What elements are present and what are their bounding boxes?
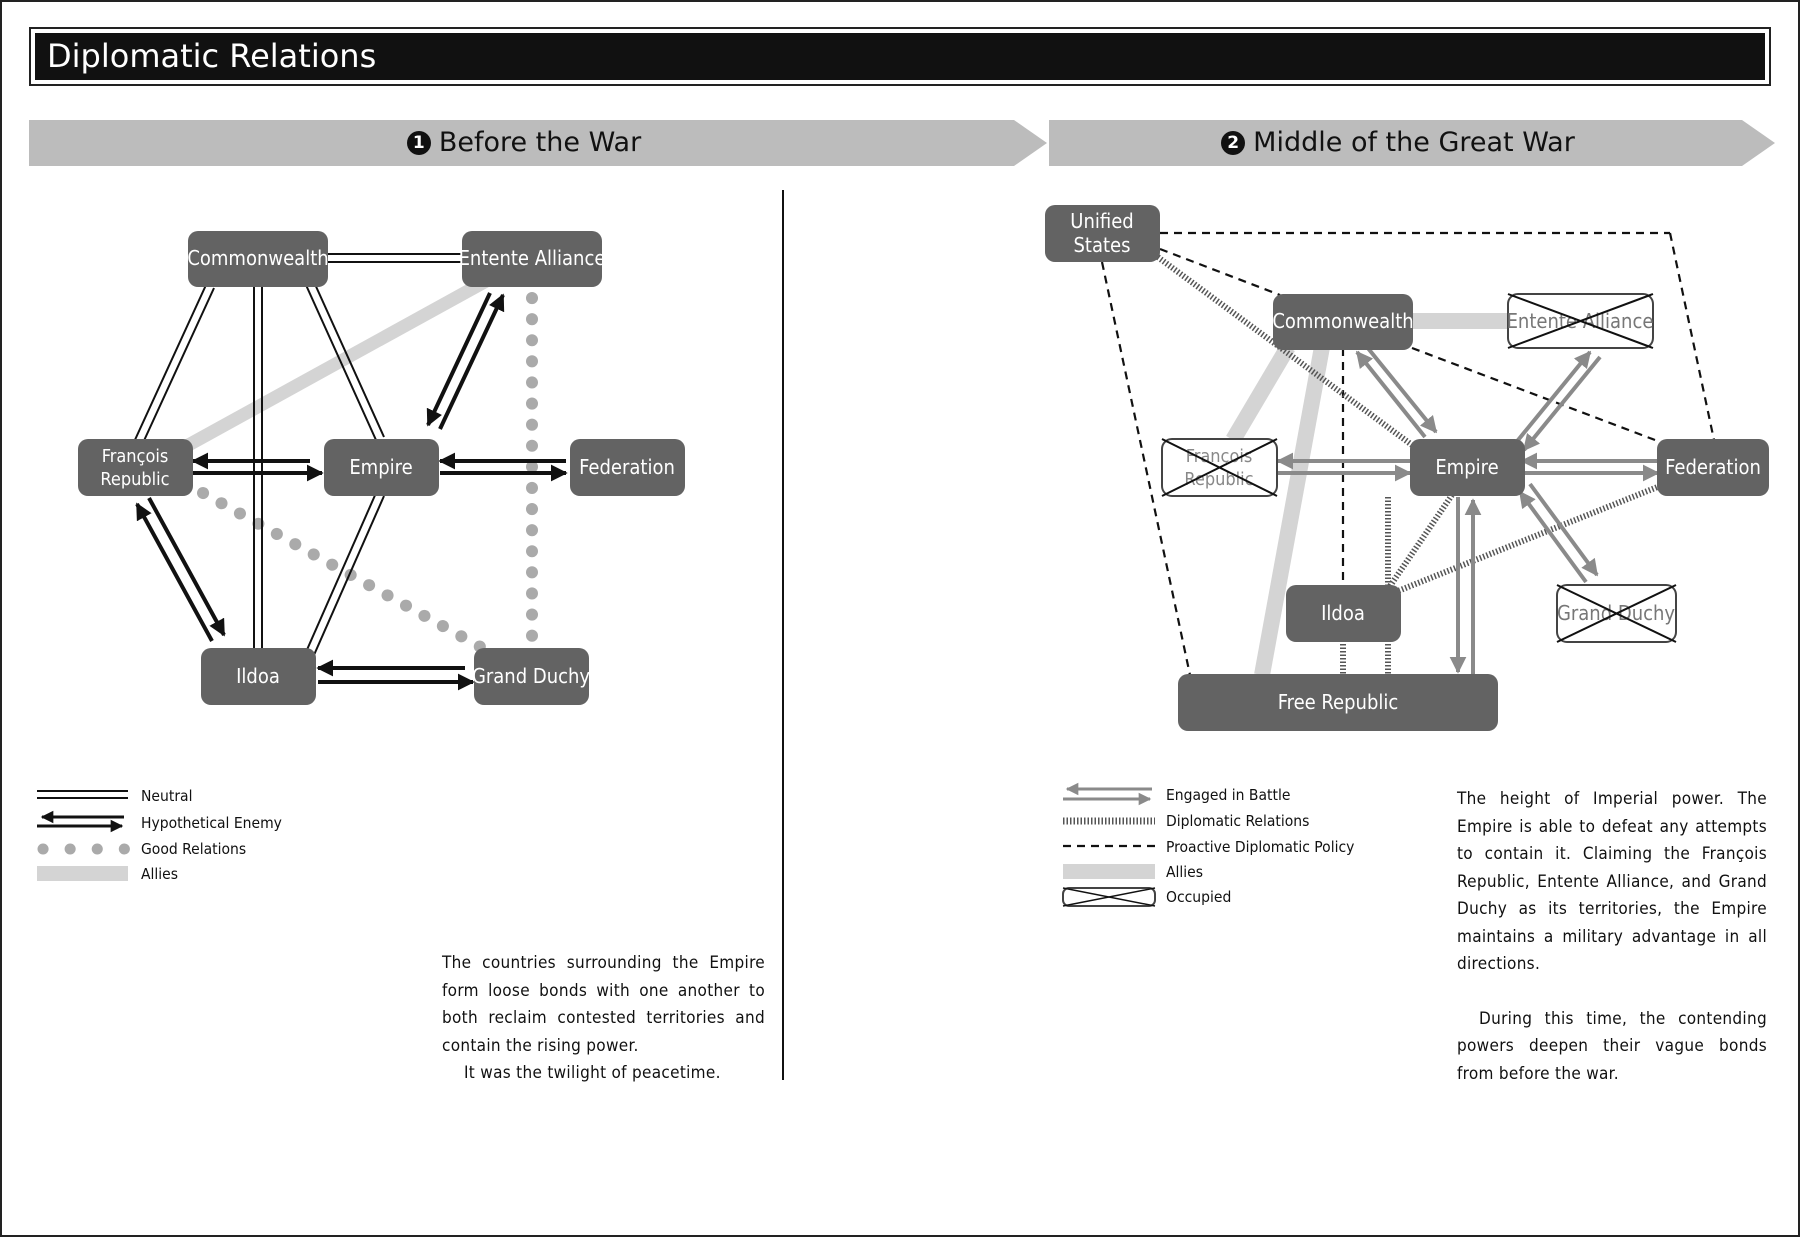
node-commonwealth: Commonwealth (1272, 294, 1414, 350)
node-francois-republic: François Republic (78, 439, 193, 496)
legend-middle-war: Engaged in Battle Diplomatic Relations P… (1062, 782, 1354, 907)
legend-before-war: Neutral Hypothetical Enemy Good Relation… (37, 787, 282, 883)
legend-label: Diplomatic Relations (1166, 812, 1309, 830)
title-box: Diplomatic Relations (29, 27, 1771, 86)
node-label: Empire (349, 455, 412, 479)
node-label: Commonwealth (1272, 309, 1413, 333)
description-paragraph: It was the twilight of peacetime. (464, 1063, 721, 1083)
banner-middle-war: 2 Middle of the Great War (1049, 120, 1777, 166)
node-label: Ildoa (236, 664, 280, 688)
legend-label: Neutral (141, 787, 192, 805)
legend-label: Engaged in Battle (1166, 786, 1290, 804)
node-free-republic: Free Republic (1178, 674, 1498, 731)
node-entente-alliance-occupied: Entente Alliance (1507, 293, 1654, 349)
node-label: Federation (579, 455, 675, 479)
description-middle-war: The height of Imperial power. The Empire… (1457, 786, 1767, 1088)
legend-label: Allies (1166, 863, 1203, 881)
banner-before-war: 1 Before the War (29, 120, 1049, 166)
engaged-in-battle-arrows (1276, 345, 1660, 675)
description-paragraph: The countries surrounding the Empire for… (442, 953, 765, 1056)
node-label: Ildoa (1321, 601, 1365, 625)
panel-divider (782, 190, 784, 1080)
node-federation: Federation (570, 439, 685, 496)
page-title: Diplomatic Relations (35, 33, 1765, 80)
allies-line (179, 274, 492, 454)
panel-heading-before-war: Before the War (438, 127, 642, 158)
panel-middle-war-diagram: Unified States Commonwealth Entente Alli… (1045, 205, 1769, 907)
description-before-war: The countries surrounding the Empire for… (442, 950, 765, 1088)
legend-label: Proactive Diplomatic Policy (1166, 838, 1354, 856)
proactive-policy-lines (1100, 231, 1716, 676)
panel-heading-middle-war: Middle of the Great War (1253, 127, 1575, 158)
node-commonwealth: Commonwealth (187, 231, 329, 287)
node-label: François (1186, 446, 1253, 467)
node-label: Republic (100, 469, 169, 490)
node-grand-duchy-occupied: Grand Duchy (1556, 584, 1677, 643)
node-label: François (102, 446, 169, 467)
node-empire: Empire (324, 439, 439, 496)
node-label: Entente Alliance (459, 246, 606, 270)
node-label: Unified (1070, 209, 1133, 233)
node-francois-republic-occupied: François Republic (1161, 438, 1278, 497)
description-paragraph: The height of Imperial power. The Empire… (1457, 789, 1767, 974)
panel-before-war-diagram: Commonwealth Entente Alliance François R… (37, 231, 685, 883)
legend-label: Hypothetical Enemy (141, 814, 282, 832)
allies-lines (1226, 313, 1512, 677)
node-label: Republic (1184, 469, 1253, 490)
banner-arrow-shape (29, 120, 1047, 166)
description-paragraph: During this time, the contending powers … (1457, 1008, 1767, 1084)
hypothetical-enemy-arrows (135, 292, 568, 691)
node-label: States (1073, 233, 1130, 257)
node-grand-duchy: Grand Duchy (472, 648, 590, 705)
node-label: Empire (1435, 455, 1498, 479)
node-label: Grand Duchy (472, 664, 590, 688)
node-entente-alliance: Entente Alliance (459, 231, 606, 287)
node-label: Free Republic (1278, 690, 1399, 714)
step-number-1: 1 (406, 131, 431, 155)
legend-label: Occupied (1166, 888, 1231, 906)
step-number-2: 2 (1221, 131, 1246, 155)
node-ildoa: Ildoa (1286, 585, 1401, 642)
legend-label: Allies (141, 865, 178, 883)
node-unified-states: Unified States (1045, 205, 1160, 262)
node-label: Federation (1665, 455, 1761, 479)
node-federation: Federation (1657, 439, 1769, 496)
node-empire: Empire (1410, 439, 1525, 496)
node-ildoa: Ildoa (201, 648, 316, 705)
neutral-lines (133, 253, 465, 656)
node-label: Commonwealth (187, 246, 328, 270)
good-relations-line (197, 487, 492, 656)
legend-label: Good Relations (141, 840, 246, 858)
